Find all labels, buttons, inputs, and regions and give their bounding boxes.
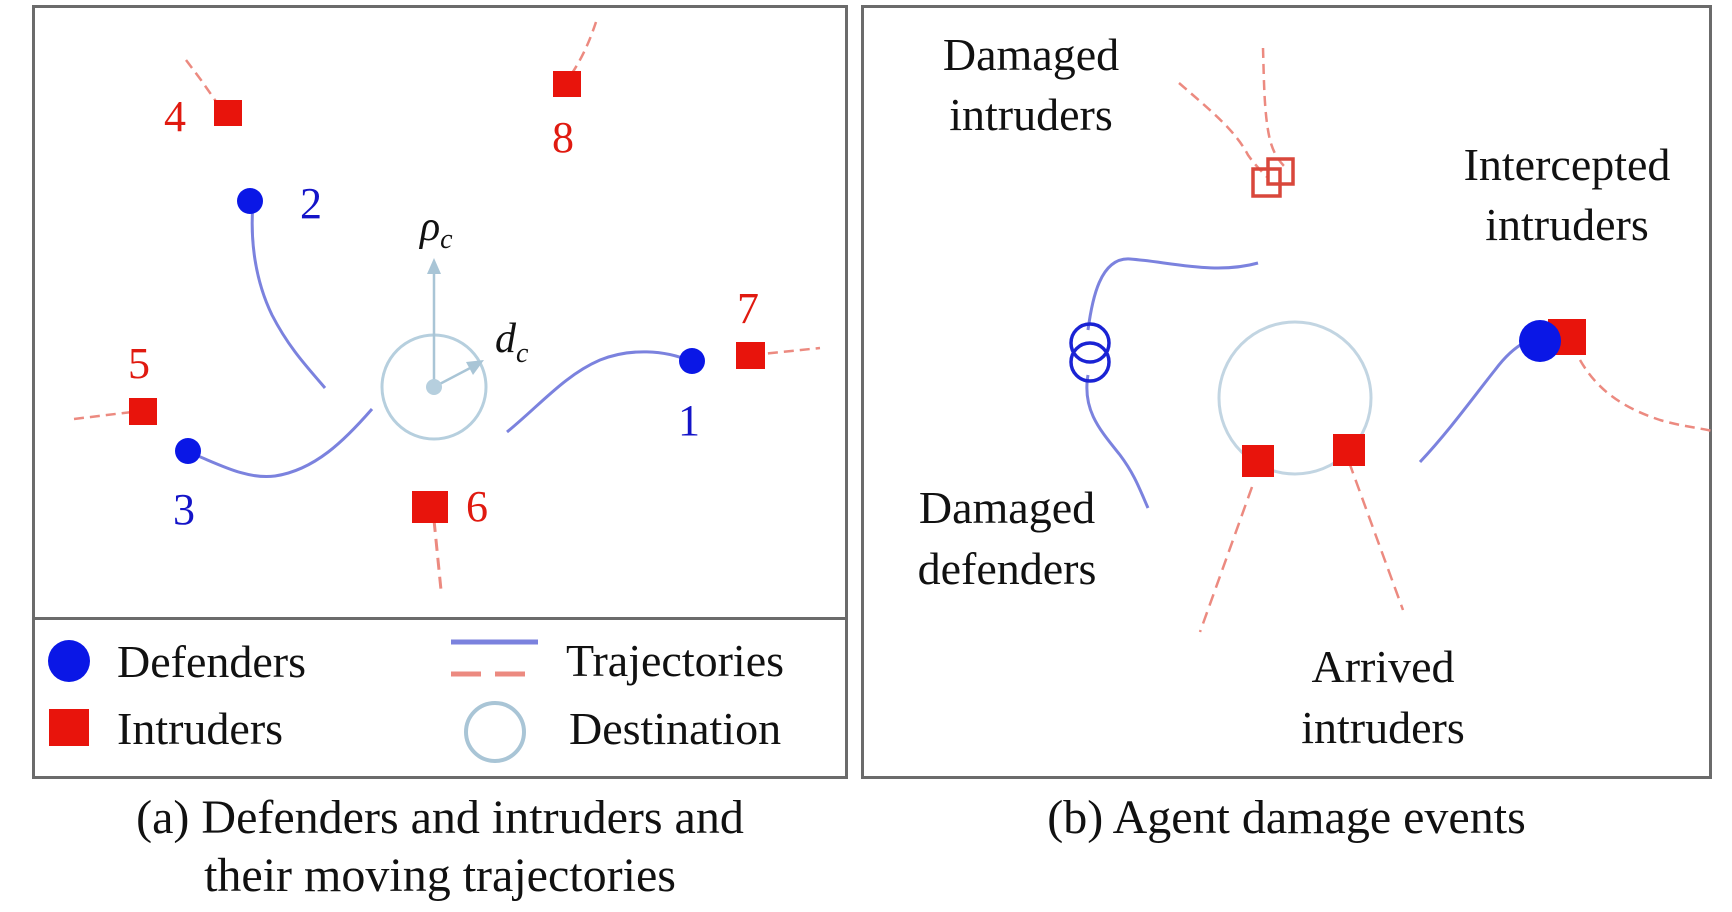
intruder-label-7: 7 [737, 284, 759, 333]
trajectory-intercepted-intruder [1578, 359, 1713, 433]
intruder-label-6: 6 [466, 482, 488, 531]
rho-arrowhead [427, 258, 441, 274]
panel-b-frame [861, 5, 1712, 779]
trajectory-defender-2 [250, 202, 327, 389]
trajectory-damaged-defender-b [1085, 374, 1150, 509]
intruder-8 [553, 71, 581, 97]
caption-a: (a) Defenders and intruders and their mo… [32, 789, 848, 905]
defender-1 [679, 348, 705, 374]
caption-a-line1: (a) Defenders and intruders and [136, 791, 744, 844]
intruder-7 [736, 342, 765, 369]
destination-center [426, 379, 442, 395]
trajectory-intruder-6 [432, 519, 443, 591]
damaged-intruder-b [1266, 157, 1295, 186]
trajectory-intercepting-defender [1418, 336, 1539, 464]
damaged-defenders-label-line2: defenders [918, 543, 1097, 594]
intruder-4 [214, 100, 242, 126]
destination-circle-b [1217, 320, 1373, 476]
d-arrowhead [466, 360, 484, 375]
damaged-intruders-label-line2: intruders [949, 89, 1113, 140]
trajectory-damaged-intruder-a [1178, 82, 1268, 178]
legend-intruder-icon [49, 709, 89, 746]
defender-3 [175, 438, 201, 464]
panel-a-frame [32, 5, 848, 779]
trajectory-damaged-defender-a [1086, 257, 1259, 331]
arrived-intruders-label-line2: intruders [1301, 702, 1465, 753]
damaged-intruders-label-line1: Damaged [943, 29, 1119, 80]
defender-label-2: 2 [300, 179, 322, 228]
panel-b: Damaged intruders Intercepted intruders … [918, 29, 1713, 753]
legend-intruders-label: Intruders [117, 703, 283, 754]
legend-destination-label: Destination [569, 703, 781, 754]
rho-symbol: ρc [418, 204, 453, 255]
trajectory-intruder-7 [751, 346, 821, 357]
damaged-defenders-label-line1: Damaged [919, 482, 1095, 533]
intruder-label-5: 5 [128, 339, 150, 388]
panel-a: 2 3 1 4 8 5 7 6 ρc dc Defenders Intruder… [48, 21, 821, 763]
arrived-intruders-label-line1: Arrived [1311, 641, 1454, 692]
damaged-defender-b [1069, 341, 1111, 383]
intruder-label-4: 4 [164, 92, 186, 141]
legend-trajectories-label: Trajectories [566, 635, 784, 686]
intruder-5 [129, 398, 157, 425]
legend-destination-icon [464, 701, 526, 763]
defender-label-3: 3 [173, 485, 195, 534]
intercepted-intruders-label-line2: intruders [1485, 199, 1649, 250]
arrived-intruder-b [1333, 434, 1365, 466]
legend-defenders-label: Defenders [117, 636, 306, 687]
intruder-6 [412, 491, 448, 523]
trajectory-arrived-intruder-b [1347, 461, 1405, 611]
intercepting-defender [1519, 320, 1561, 362]
damaged-defender-a [1069, 322, 1111, 364]
caption-b-line1: (b) Agent damage events [1047, 791, 1526, 844]
trajectory-defender-3 [187, 408, 374, 479]
defender-2 [237, 188, 263, 214]
trajectory-arrived-intruder-a [1198, 486, 1254, 633]
legend-defender-icon [48, 640, 90, 682]
arrived-intruder-a [1242, 445, 1274, 477]
intruder-label-8: 8 [552, 113, 574, 162]
d-symbol: dc [495, 316, 529, 369]
trajectory-damaged-intruder-b [1261, 47, 1286, 168]
trajectory-intruder-8 [564, 21, 598, 83]
legend-frame [32, 617, 848, 779]
intercepted-intruders-label-line1: Intercepted [1464, 139, 1671, 190]
defender-label-1: 1 [678, 396, 700, 445]
caption-b: (b) Agent damage events [861, 789, 1712, 847]
trajectory-defender-1 [506, 350, 691, 434]
caption-a-line2: their moving trajectories [204, 849, 676, 902]
